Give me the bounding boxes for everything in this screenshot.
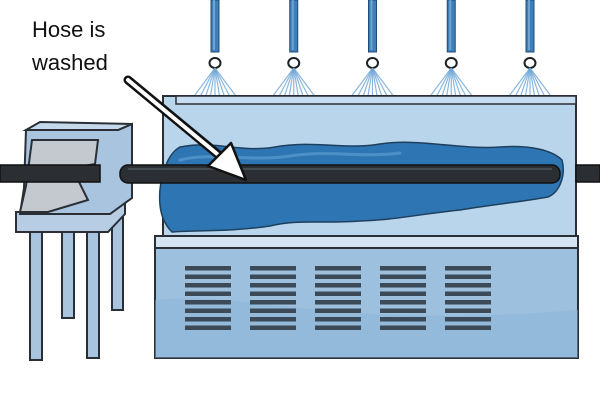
vent-slot xyxy=(185,325,231,330)
annotation-label-line-1: Hose is xyxy=(32,17,106,42)
vent-slot xyxy=(380,317,426,322)
vent-grid xyxy=(185,266,491,330)
vent-slot xyxy=(315,308,361,313)
vent-slot xyxy=(250,274,296,279)
vent-slot xyxy=(250,291,296,296)
spray-nozzle-icon xyxy=(444,57,458,69)
stand-leg-left xyxy=(29,229,43,361)
vent-slot xyxy=(250,317,296,322)
vent-slot xyxy=(445,325,491,330)
hose-left-segment xyxy=(0,164,101,183)
stand-housing-top xyxy=(22,120,133,131)
stand-leg-middle xyxy=(61,227,75,319)
vent-slot xyxy=(445,308,491,313)
arrow-shaft-inner xyxy=(126,78,230,165)
vent-slot xyxy=(185,266,231,271)
vent-slot xyxy=(185,317,231,322)
spray-nozzle-icon xyxy=(208,57,222,69)
vent-slot xyxy=(380,283,426,288)
vent-slot xyxy=(185,300,231,305)
vent-slot xyxy=(380,325,426,330)
vent-slot xyxy=(315,274,361,279)
vent-slot xyxy=(445,317,491,322)
vent-slot xyxy=(380,308,426,313)
vent-slot xyxy=(315,317,361,322)
hose xyxy=(0,164,600,184)
spray-nozzle-icon xyxy=(287,57,301,69)
vent-slot xyxy=(250,308,296,313)
tank-water-highlight xyxy=(178,151,402,162)
vent-slot xyxy=(185,291,231,296)
stand-leg-right xyxy=(86,229,100,359)
spray-nozzle-icon xyxy=(366,57,379,69)
annotation-label-line-2: washed xyxy=(32,50,108,75)
hose-guide-stand xyxy=(15,120,133,361)
vent-slot xyxy=(185,274,231,279)
tank-top-edge xyxy=(175,95,577,105)
vent-slot xyxy=(380,300,426,305)
hose-main-segment xyxy=(119,164,561,184)
tank-ledge xyxy=(154,235,579,249)
vent-slot xyxy=(250,300,296,305)
vent-slot xyxy=(315,291,361,296)
vent-slot xyxy=(315,325,361,330)
vent-slot xyxy=(250,325,296,330)
spray-nozzle-icon xyxy=(523,57,537,69)
vent-slot xyxy=(380,266,426,271)
vent-slot xyxy=(250,283,296,288)
vent-slot xyxy=(445,266,491,271)
vent-slot xyxy=(250,266,296,271)
vent-slot xyxy=(315,300,361,305)
tank-shading xyxy=(155,298,578,358)
vent-slot xyxy=(185,283,231,288)
vent-slot xyxy=(445,300,491,305)
vent-slot xyxy=(445,283,491,288)
vent-slot xyxy=(315,283,361,288)
vent-slot xyxy=(445,291,491,296)
annotation-arrow xyxy=(123,75,248,182)
washing-tank xyxy=(154,95,579,359)
vent-slot xyxy=(380,291,426,296)
arrow-head xyxy=(206,141,248,182)
vent-slot xyxy=(185,308,231,313)
vent-slot xyxy=(380,274,426,279)
vent-slot xyxy=(445,274,491,279)
hose-right-segment xyxy=(575,164,600,183)
vent-slot xyxy=(315,266,361,271)
